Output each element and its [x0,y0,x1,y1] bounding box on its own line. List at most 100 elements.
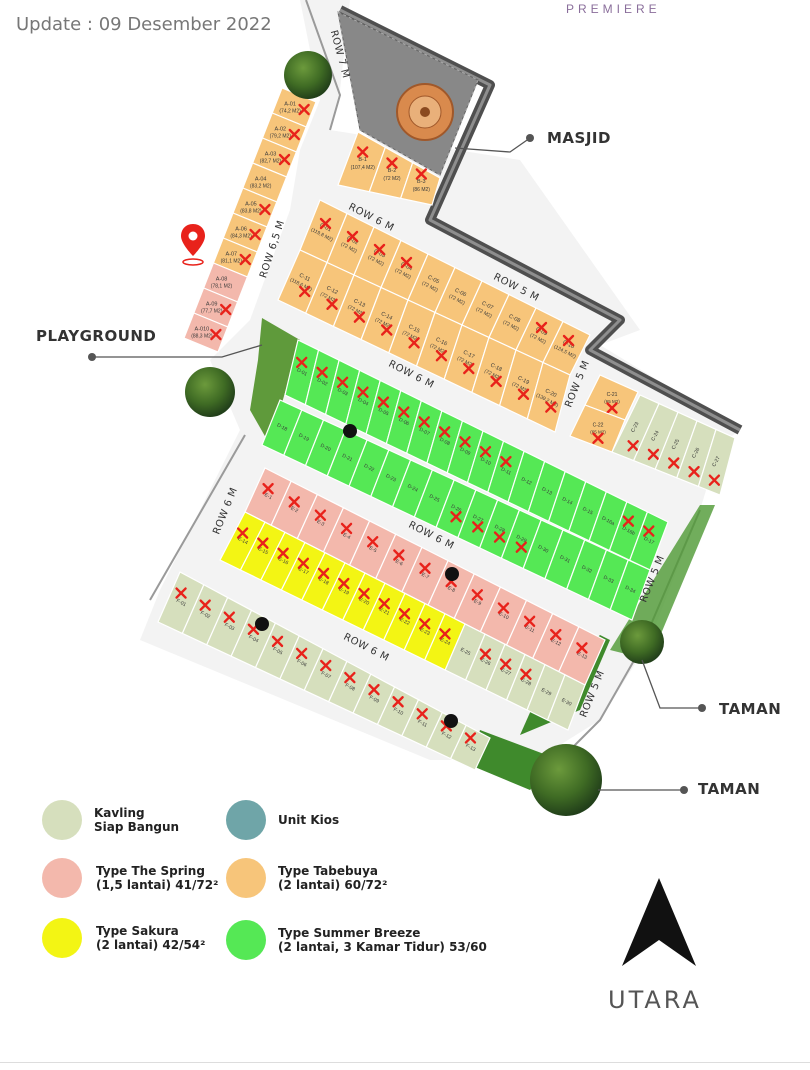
lot-shape [546,673,586,731]
lot-id: D-34 [624,585,637,595]
lot-id: C-08 [508,314,521,325]
sold-mark-icon [500,455,512,468]
lot-c-14[interactable]: C-14(72 M2) [360,286,409,354]
lot-id: E-13 [576,651,588,661]
lot-c-27[interactable]: C-27 [697,428,736,496]
lot-id: D-19 [297,433,310,443]
legend-tabebuya: Type Tabebuya (2 lantai) 60/72² [226,858,387,898]
lot-id: E-24 [439,637,451,647]
lot-e-18[interactable]: E-18 [301,551,346,611]
lot-e-30[interactable]: E-30 [546,673,586,731]
lot-c-26[interactable]: C-26 [676,419,717,488]
lot-f-03[interactable]: F-03 [205,596,253,657]
lot-d-34[interactable]: D-34 [609,559,651,621]
lot-c-15[interactable]: C-15(72 M2) [388,299,436,367]
legend-sakura: Type Sakura (2 lantai) 42/54² [42,918,205,958]
lot-f-09[interactable]: F-09 [352,673,396,726]
lot-e-2[interactable]: E-2 [270,480,319,540]
lot-d-10[interactable]: D-10 [466,430,505,494]
playground-park [250,318,300,445]
lot-area: (74,2 M2) [279,109,301,115]
legend-sublabel: (2 lantai, 3 Kamar Tidur) 53/60 [278,940,487,954]
lot-id: D-13 [541,486,554,496]
sold-mark-icon [340,522,353,535]
lot-id: D-16b [621,525,636,537]
lot-d-17[interactable]: D-17 [628,511,669,571]
sold-mark-icon [622,515,635,527]
lot-e-28[interactable]: E-28 [505,653,546,711]
lot-c-13[interactable]: C-13(72 M2) [332,274,382,341]
lot-c-06[interactable]: C-06(72 M2) [434,266,483,326]
lot-id: D-05 [377,407,390,417]
lot-id: E-2 [289,505,299,514]
lot-d-05[interactable]: D-05 [365,379,402,445]
lot-c-07[interactable]: C-07(72 M2) [461,280,510,339]
lot-c-12[interactable]: C-12(72 M2) [304,261,355,328]
lot-id: C-22 [593,422,604,428]
lot-id: E-4 [342,532,352,541]
sold-mark-icon [346,230,359,243]
lot-id: C-06 [454,288,467,299]
sold-mark-icon [317,567,330,580]
lot-f-07[interactable]: F-07 [303,647,348,703]
sold-mark-icon [320,659,332,672]
lot-f-13[interactable]: F-13 [449,724,491,771]
lot-id: A-03 [265,152,277,158]
lot-e-5[interactable]: E-5 [348,520,397,580]
lot-c-21[interactable]: C-21(65 M2) [584,374,639,421]
callout-masjid: MASJID [547,129,611,147]
lot-c-04[interactable]: C-04(72 M2) [380,239,429,301]
lot-e-4[interactable]: E-4 [322,506,371,567]
lot-c-17[interactable]: C-17(72 M2) [443,324,490,394]
lot-id: E-7 [420,572,430,581]
legend-label: Type Summer Breeze [278,926,421,940]
legend-label: Type Sakura [96,924,179,938]
sold-mark-icon [398,608,411,620]
road-south-edge [149,434,246,601]
lot-a-010[interactable]: A-010(88,3 M2) [183,312,229,353]
lot-c-03[interactable]: C-03(72 M2) [353,226,402,289]
lot-id: F-10 [392,707,404,717]
brand-name: PREMIERE [566,2,661,16]
legend-swatch [226,858,266,898]
lot-shape [609,559,651,621]
tree-icon [284,51,332,99]
block-d: D-01D-02D-03D-04D-05D-06D-07D-08D-09D-10… [261,339,669,621]
legend-summer-breeze: Type Summer Breeze (2 lantai, 3 Kamar Ti… [226,920,487,960]
lot-id: E-29 [540,687,552,697]
lot-c-18[interactable]: C-18(72 M2) [471,336,517,407]
sold-mark-icon [416,708,428,720]
callout-taman-east: TAMAN [719,700,782,718]
sold-mark-icon [520,668,532,680]
legend-label: Type Tabebuya [278,864,379,878]
lot-id: D-21 [341,453,354,463]
location-pin-icon [181,224,205,266]
sold-mark-icon [175,587,187,599]
lot-b-3[interactable]: B-3(86 M2) [399,161,441,206]
sold-mark-icon [464,732,477,744]
lot-id: E-5 [368,545,378,554]
lot-id: D-17 [643,536,656,546]
lot-c-11[interactable]: C-11(118,6 M2) [277,249,328,315]
lot-c-20[interactable]: C-20(139,2 M2) [526,361,571,433]
lot-b-1[interactable]: B-1(107,4 M2) [337,131,387,193]
sold-mark-icon [479,446,492,458]
lot-c-19[interactable]: C-19(72 M2) [498,349,544,420]
sold-mark-icon [419,562,431,574]
sold-mark-icon [288,128,300,141]
lot-shape [449,724,491,771]
sold-mark-icon [439,628,451,640]
lot-area: (65 M2) [604,399,620,404]
lot-e-17[interactable]: E-17 [280,541,326,601]
lot-c-08[interactable]: C-08(72 M2) [488,293,537,351]
lot-id: C-15 [407,324,420,335]
lot-id: C-20 [544,388,557,399]
lot-id: D-32 [580,564,593,574]
sold-mark-icon [459,436,471,448]
lot-id: D-27 [472,514,485,524]
lot-f-10[interactable]: F-10 [376,686,420,737]
block-b: B-1(107,4 M2)B-2(72 M2)B-3(86 M2) [337,131,441,206]
lot-d-09[interactable]: D-09 [446,420,484,484]
lot-id: E-10 [497,611,509,621]
